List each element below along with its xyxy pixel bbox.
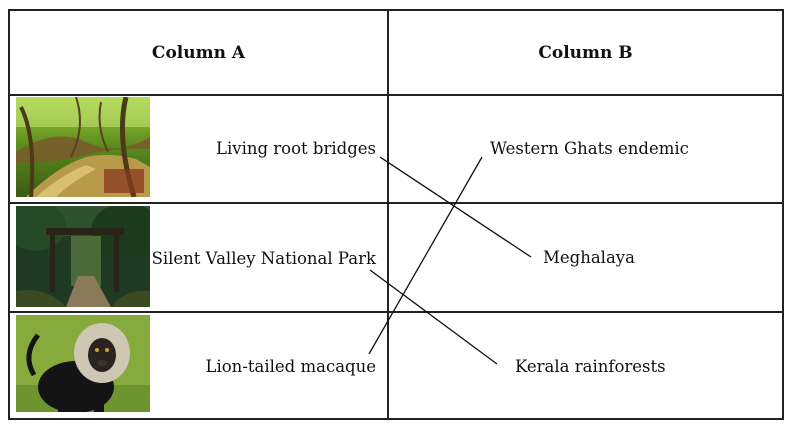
column-b-header: Column B: [538, 42, 633, 63]
row-divider-1: [10, 202, 782, 204]
column-b-item-2: Meghalaya: [543, 248, 635, 267]
living-root-bridge-photo: [16, 97, 150, 197]
column-a-item-1: Living root bridges: [216, 139, 376, 158]
column-b-item-3: Kerala rainforests: [515, 357, 666, 376]
row-divider-header: [10, 94, 782, 96]
column-b-item-1: Western Ghats endemic: [490, 139, 689, 158]
forest-gate-photo: [16, 206, 150, 307]
matching-table: Column A Column B: [8, 9, 784, 420]
column-a-header: Column A: [151, 42, 246, 63]
lion-tailed-macaque-photo: [16, 315, 150, 412]
row-divider-2: [10, 311, 782, 313]
column-a-item-3: Lion-tailed macaque: [205, 357, 376, 376]
column-a-item-2: Silent Valley National Park: [151, 249, 376, 268]
